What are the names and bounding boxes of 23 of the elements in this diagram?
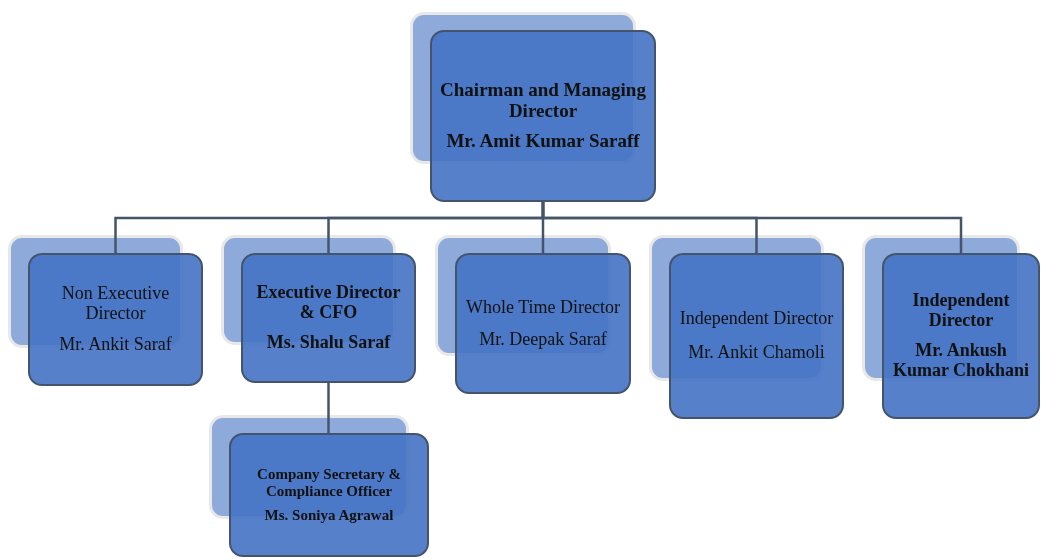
person-name: Ms. Soniya Agrawal	[264, 507, 394, 524]
role-title: Whole Time Director	[466, 297, 620, 318]
connector-line	[327, 383, 330, 433]
role-title: Independent Director	[679, 309, 834, 329]
person-name: Mr. Ankit Saraf	[59, 335, 172, 356]
person-name: Mr. Ankush Kumar Chokhani	[892, 341, 1030, 381]
connector-line	[541, 202, 963, 253]
role-title: Chairman and Managing Director	[440, 79, 646, 122]
role-title: Company Secretary & Compliance Officer	[256, 466, 402, 500]
org-box	[455, 253, 631, 394]
role-title: Non Executive Director	[60, 283, 171, 324]
org-box	[229, 433, 429, 557]
person-name: Ms. Shalu Saraf	[266, 332, 391, 353]
person-name: Mr. Deepak Saraf	[479, 329, 607, 350]
org-box	[882, 253, 1040, 419]
org-box	[241, 253, 416, 383]
org-box	[669, 253, 844, 419]
org-box	[430, 30, 656, 202]
org-box	[28, 253, 203, 386]
role-title: Independent Director	[911, 291, 1011, 331]
person-name: Mr. Ankit Chamoli	[688, 343, 825, 363]
person-name: Mr. Amit Kumar Saraff	[446, 131, 640, 153]
role-title: Executive Director & CFO	[255, 283, 402, 323]
